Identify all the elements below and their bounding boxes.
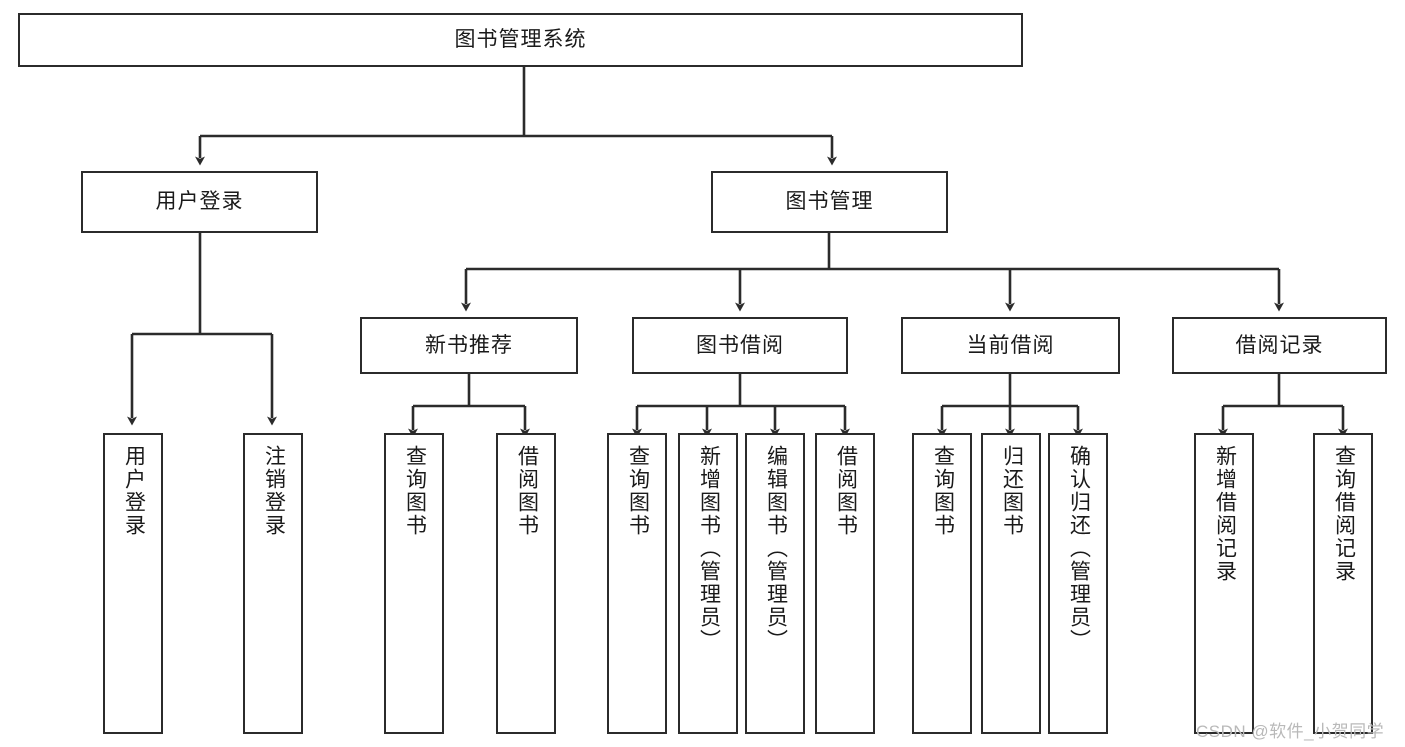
node-leaf-confirm-return[interactable]: 确认归还（管理员） (1048, 433, 1108, 734)
node-leaf-add-book-label: 新增图书（管理员） (697, 445, 721, 652)
node-new-book-recommend[interactable]: 新书推荐 (360, 317, 578, 374)
node-book-management[interactable]: 图书管理 (711, 171, 948, 233)
node-book-borrow-label: 图书借阅 (696, 333, 784, 357)
node-leaf-user-login-label: 用户登录 (122, 445, 146, 537)
node-leaf-query-record-label: 查询借阅记录 (1332, 445, 1356, 583)
node-leaf-add-record-label: 新增借阅记录 (1213, 445, 1237, 583)
node-leaf-query-book-1-label: 查询图书 (403, 445, 427, 537)
node-book-management-label: 图书管理 (785, 190, 874, 214)
node-borrow-record[interactable]: 借阅记录 (1172, 317, 1387, 374)
node-leaf-query-record[interactable]: 查询借阅记录 (1313, 433, 1373, 734)
node-root[interactable]: 图书管理系统 (18, 13, 1023, 67)
node-current-borrow[interactable]: 当前借阅 (901, 317, 1120, 374)
node-leaf-borrow-book-2-label: 借阅图书 (834, 445, 858, 537)
node-leaf-borrow-book-2[interactable]: 借阅图书 (815, 433, 875, 734)
node-leaf-query-book-1[interactable]: 查询图书 (384, 433, 444, 734)
node-user-login-label: 用户登录 (155, 190, 244, 214)
node-book-borrow[interactable]: 图书借阅 (632, 317, 848, 374)
node-root-label: 图书管理系统 (454, 28, 587, 52)
node-user-login[interactable]: 用户登录 (81, 171, 318, 233)
node-leaf-edit-book-label: 编辑图书（管理员） (764, 445, 788, 652)
node-leaf-query-book-3[interactable]: 查询图书 (912, 433, 972, 734)
node-current-borrow-label: 当前借阅 (966, 333, 1055, 357)
node-leaf-add-record[interactable]: 新增借阅记录 (1194, 433, 1254, 734)
node-leaf-return-book[interactable]: 归还图书 (981, 433, 1041, 734)
node-leaf-query-book-2[interactable]: 查询图书 (607, 433, 667, 734)
node-leaf-logout[interactable]: 注销登录 (243, 433, 303, 734)
node-new-book-recommend-label: 新书推荐 (425, 333, 513, 357)
node-leaf-confirm-return-label: 确认归还（管理员） (1067, 445, 1091, 652)
node-leaf-query-book-3-label: 查询图书 (931, 445, 955, 537)
node-leaf-edit-book[interactable]: 编辑图书（管理员） (745, 433, 805, 734)
node-leaf-borrow-book-1-label: 借阅图书 (515, 445, 539, 537)
csdn-watermark: CSDN @软件_小贺同学 (1196, 722, 1385, 741)
node-leaf-query-book-2-label: 查询图书 (626, 445, 650, 537)
node-leaf-borrow-book-1[interactable]: 借阅图书 (496, 433, 556, 734)
node-leaf-user-login[interactable]: 用户登录 (103, 433, 163, 734)
node-leaf-return-book-label: 归还图书 (1000, 445, 1024, 537)
node-leaf-logout-label: 注销登录 (262, 445, 286, 537)
node-leaf-add-book[interactable]: 新增图书（管理员） (678, 433, 738, 734)
node-borrow-record-label: 借阅记录 (1235, 333, 1324, 357)
